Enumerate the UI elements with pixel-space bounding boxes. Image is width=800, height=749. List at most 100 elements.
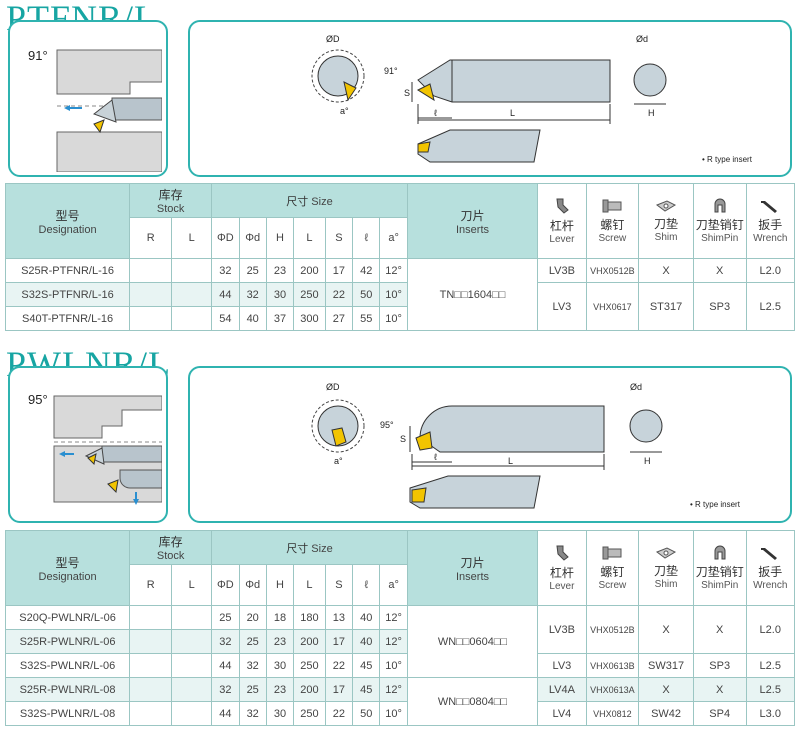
shim-cell: SW317	[638, 653, 694, 678]
dim-cell: 250	[293, 653, 326, 678]
dim-cell: 12°	[379, 677, 408, 702]
dim-cell: 13	[324, 605, 354, 630]
dim-cell: 32	[211, 629, 240, 654]
dim-cell: 40	[238, 306, 267, 331]
tool-drawing-panel: ØD a° 91° S ℓ L Ød H • R type insert	[188, 20, 792, 177]
dim-cell: 20	[238, 605, 267, 630]
shimpin-cell: SP3	[692, 653, 747, 678]
stock-l-cell	[171, 605, 213, 630]
svg-text:ØD: ØD	[326, 34, 340, 44]
shim-cell: X	[638, 677, 694, 702]
table-row: S25R-PWLNR/L-06 32 25 23 200 17 40 12°	[4, 629, 795, 654]
svg-text:a°: a°	[340, 106, 349, 116]
dim-cell: 12°	[379, 605, 408, 630]
size-header: 尺寸 Size	[211, 183, 408, 218]
dim-cell: 30	[265, 282, 295, 307]
dim-cell: 42	[352, 258, 381, 283]
table-row: S32S-PTFNR/L-16 44 32 30 250 22 50 10° L…	[4, 282, 795, 331]
shimpin-cell: X	[692, 605, 747, 654]
table-row: S40T-PTFNR/L-16 54 40 37 300 27 55 10°	[4, 306, 795, 331]
designation-cell: S25R-PTFNR/L-16	[4, 258, 131, 283]
dim-cell: 200	[293, 629, 326, 654]
svg-text:L: L	[510, 108, 515, 118]
insert-cell: WN□□0804□□	[406, 677, 539, 726]
stock-l-header: L	[171, 217, 213, 259]
dim-cell: 23	[265, 677, 295, 702]
dim-cell: 45	[352, 677, 381, 702]
dim-header: a°	[379, 217, 408, 259]
stock-r-cell	[129, 629, 173, 654]
shim-cell: SW42	[638, 701, 694, 726]
stock-l-cell	[171, 701, 213, 726]
tool-drawing-panel: ØD a° 95° S ℓ L Ød H • R type insert	[188, 366, 792, 523]
shimpin-cell: X	[692, 258, 747, 283]
dim-cell: 22	[324, 282, 354, 307]
table-row: S32S-PWLNR/L-06 44 32 30 250 22 45 10° L…	[4, 653, 795, 678]
size-header: 尺寸 Size	[211, 530, 408, 565]
stock-r-cell	[129, 258, 173, 283]
dim-cell: 200	[293, 258, 326, 283]
dim-header: S	[324, 217, 354, 259]
dim-header: ℓ	[352, 564, 381, 606]
stock-l-cell	[171, 258, 213, 283]
approach-angle-label: 91°	[28, 48, 48, 63]
dim-cell: 18	[265, 605, 295, 630]
dim-header: L	[293, 217, 326, 259]
dim-cell: 17	[324, 677, 354, 702]
dim-cell: 32	[238, 653, 267, 678]
shim-cell: X	[638, 258, 694, 283]
dim-header: a°	[379, 564, 408, 606]
svg-text:95°: 95°	[380, 420, 394, 430]
dim-cell: 25	[211, 605, 240, 630]
dim-cell: 250	[293, 701, 326, 726]
dim-cell: 27	[324, 306, 354, 331]
stock-r-cell	[129, 701, 173, 726]
workpiece-diagram	[56, 49, 162, 172]
insert-cell: TN□□1604□□	[406, 258, 539, 331]
table-row: S32S-PWLNR/L-08 44 32 30 250 22 50 10° L…	[4, 701, 795, 726]
shimpin-cell: SP3	[692, 282, 747, 331]
wrench-cell: L2.5	[745, 282, 795, 331]
dim-header: ΦD	[211, 564, 240, 606]
dim-cell: 10°	[379, 306, 408, 331]
dim-header: L	[293, 564, 326, 606]
screw-icon	[602, 199, 622, 213]
dim-cell: 250	[293, 282, 326, 307]
stock-l-cell	[171, 306, 213, 331]
machining-angle-panel: 91°	[8, 20, 168, 177]
dim-header: ΦD	[211, 217, 240, 259]
svg-text:S: S	[404, 88, 410, 98]
screw-icon	[602, 546, 622, 560]
stock-r-cell	[129, 605, 173, 630]
designation-cell: S32S-PWLNR/L-08	[4, 701, 131, 726]
wrench-cell: L2.5	[745, 653, 795, 678]
screw-cell: VHX0812	[585, 701, 640, 726]
svg-text:S: S	[400, 434, 406, 444]
dim-cell: 55	[352, 306, 381, 331]
screw-cell: VHX0617	[585, 282, 640, 331]
insert-type-note: • R type insert	[702, 155, 752, 164]
dim-cell: 23	[265, 258, 295, 283]
shimpin-cell: SP4	[692, 701, 747, 726]
dim-cell: 25	[238, 677, 267, 702]
dim-header: ℓ	[352, 217, 381, 259]
designation-cell: S20Q-PWLNR/L-06	[4, 605, 131, 630]
stock-r-cell	[129, 677, 173, 702]
dim-cell: 25	[238, 629, 267, 654]
dim-cell: 30	[265, 701, 295, 726]
table-row: S25R-PTFNR/L-16 32 25 23 200 17 42 12° T…	[4, 258, 795, 331]
insert-type-note: • R type insert	[690, 500, 740, 509]
lever-cell: LV3B	[537, 258, 587, 283]
